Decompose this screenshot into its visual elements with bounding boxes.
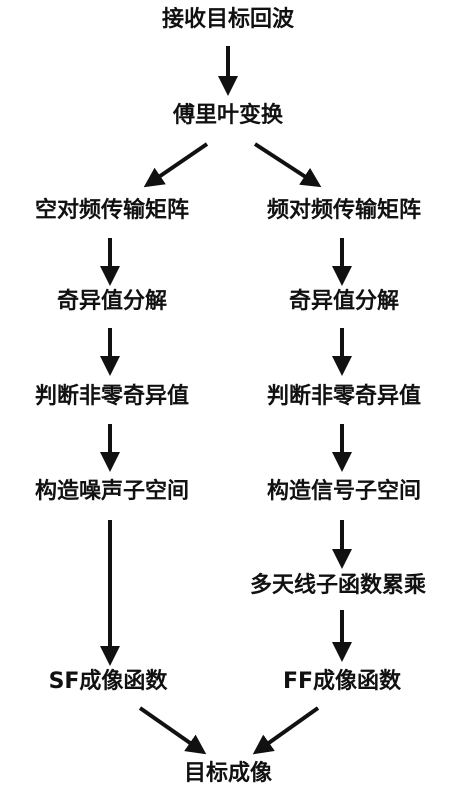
node-ff-imaging-function: FF成像函数 xyxy=(282,669,402,694)
node-target-imaging: 目标成像 xyxy=(183,761,273,786)
node-right-freq-freq-matrix: 频对频传输矩阵 xyxy=(266,198,422,223)
node-left-nonzero-singular: 判断非零奇异值 xyxy=(34,384,190,409)
node-left-noise-subspace: 构造噪声子空间 xyxy=(34,479,190,504)
node-right-svd: 奇异值分解 xyxy=(288,289,400,314)
arrow-fourier-to-right xyxy=(253,142,322,188)
node-fourier-transform: 傅里叶变换 xyxy=(172,103,284,128)
node-right-nonzero-singular: 判断非零奇异值 xyxy=(266,384,422,409)
arrow-sf-to-final xyxy=(138,706,207,755)
node-left-svd: 奇异值分解 xyxy=(56,289,168,314)
node-sf-imaging-function: SF成像函数 xyxy=(48,669,168,694)
arrow-ff-to-final xyxy=(252,706,320,755)
node-receive-echo: 接收目标回波 xyxy=(161,7,295,32)
arrow-fourier-to-left xyxy=(143,142,209,188)
node-right-signal-subspace: 构造信号子空间 xyxy=(266,479,422,504)
node-left-space-freq-matrix: 空对频传输矩阵 xyxy=(34,198,190,223)
node-right-multi-antenna-product: 多天线子函数累乘 xyxy=(249,573,427,598)
